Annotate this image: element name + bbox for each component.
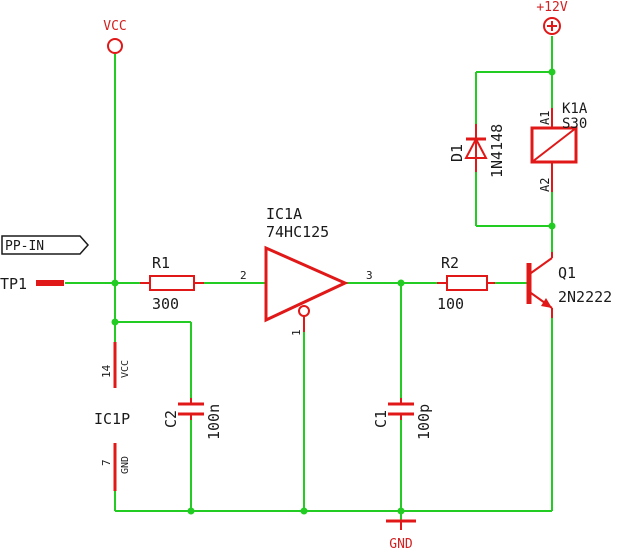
relay-coil-diagonal (531, 127, 577, 163)
transistor-q1: Q1 2N2222 (526, 252, 612, 318)
gnd-label: GND (389, 537, 413, 552)
q1-name: Q1 (558, 264, 576, 282)
diode-triangle-icon (464, 136, 488, 159)
ic1p-name: IC1P (94, 410, 130, 428)
ic1p-gnd-text: GND (120, 456, 131, 474)
testpoint-tp1: TP1 (0, 275, 64, 293)
relay-coil-icon (530, 126, 578, 164)
ic1p-pin-vcc: 14 (100, 364, 113, 378)
net-flag-label: PP-IN (5, 239, 44, 254)
ic1a-name: IC1A (266, 205, 302, 223)
gnd-supply: GND (386, 519, 416, 552)
r1-name: R1 (152, 254, 170, 272)
junction-dot (111, 318, 119, 326)
buffer-ic1a: IC1A 74HC125 2 3 1 (240, 205, 373, 336)
c2-name: C2 (162, 410, 180, 428)
wires (65, 36, 553, 520)
junctions (111, 68, 556, 515)
ic-power-ic1p: IC1P 14 VCC 7 GND (94, 342, 131, 491)
r2-value: 100 (437, 295, 464, 313)
r2-name: R2 (441, 254, 459, 272)
r1-value: 300 (152, 295, 179, 313)
d1-value: 1N4148 (488, 124, 506, 178)
buffer-triangle-icon (264, 245, 349, 323)
ic1p-pin-gnd: 7 (100, 459, 113, 466)
v12-supply: +12V (536, 0, 568, 35)
k1a-name: K1A (562, 101, 588, 117)
ic1a-pin-oe: 1 (290, 329, 303, 336)
junction-dot (397, 507, 405, 515)
relay-k1a: A1 A2 K1A S30 (530, 101, 588, 192)
junction-dot (548, 68, 556, 76)
ic1a-pin-in: 2 (240, 269, 247, 282)
k1a-pin-a1: A1 (538, 111, 552, 125)
c1-name: C1 (372, 410, 390, 428)
vcc-label: VCC (103, 19, 126, 34)
c2-value: 100n (205, 404, 223, 440)
oe-bubble-icon (298, 305, 310, 317)
junction-dot (300, 507, 308, 515)
junction-dot (187, 507, 195, 515)
c1-value: 100p (415, 404, 433, 440)
diode-d1: D1 1N4148 (448, 124, 506, 178)
resistor-r1: R1 300 (140, 254, 204, 313)
junction-dot (397, 279, 405, 287)
k1a-value: S30 (562, 116, 587, 132)
vcc-symbol-icon (107, 38, 123, 54)
d1-name: D1 (448, 144, 466, 162)
ic1p-vcc-text: VCC (120, 360, 131, 378)
resistor-r2: R2 100 (437, 254, 495, 313)
junction-dot (548, 222, 556, 230)
tp1-label: TP1 (0, 275, 27, 293)
q1-value: 2N2222 (558, 288, 612, 306)
vcc-supply: VCC (103, 19, 127, 54)
capacitor-c2: C2 100n (162, 398, 223, 440)
net-flag-icon (1, 235, 90, 255)
k1a-pin-a2: A2 (538, 178, 552, 192)
net-flag-pp-in: PP-IN (1, 235, 90, 255)
v12-symbol-icon (543, 17, 561, 35)
junction-dot (111, 279, 119, 287)
transistor-arrow-icon (541, 298, 552, 308)
v12-label: +12V (536, 0, 567, 15)
resistor-icon (149, 275, 195, 291)
resistor-icon (446, 275, 488, 291)
capacitor-c1: C1 100p (372, 398, 433, 440)
transistor-collector (530, 257, 553, 274)
ic1a-pin-out: 3 (366, 269, 373, 282)
ic1a-part: 74HC125 (266, 223, 329, 241)
